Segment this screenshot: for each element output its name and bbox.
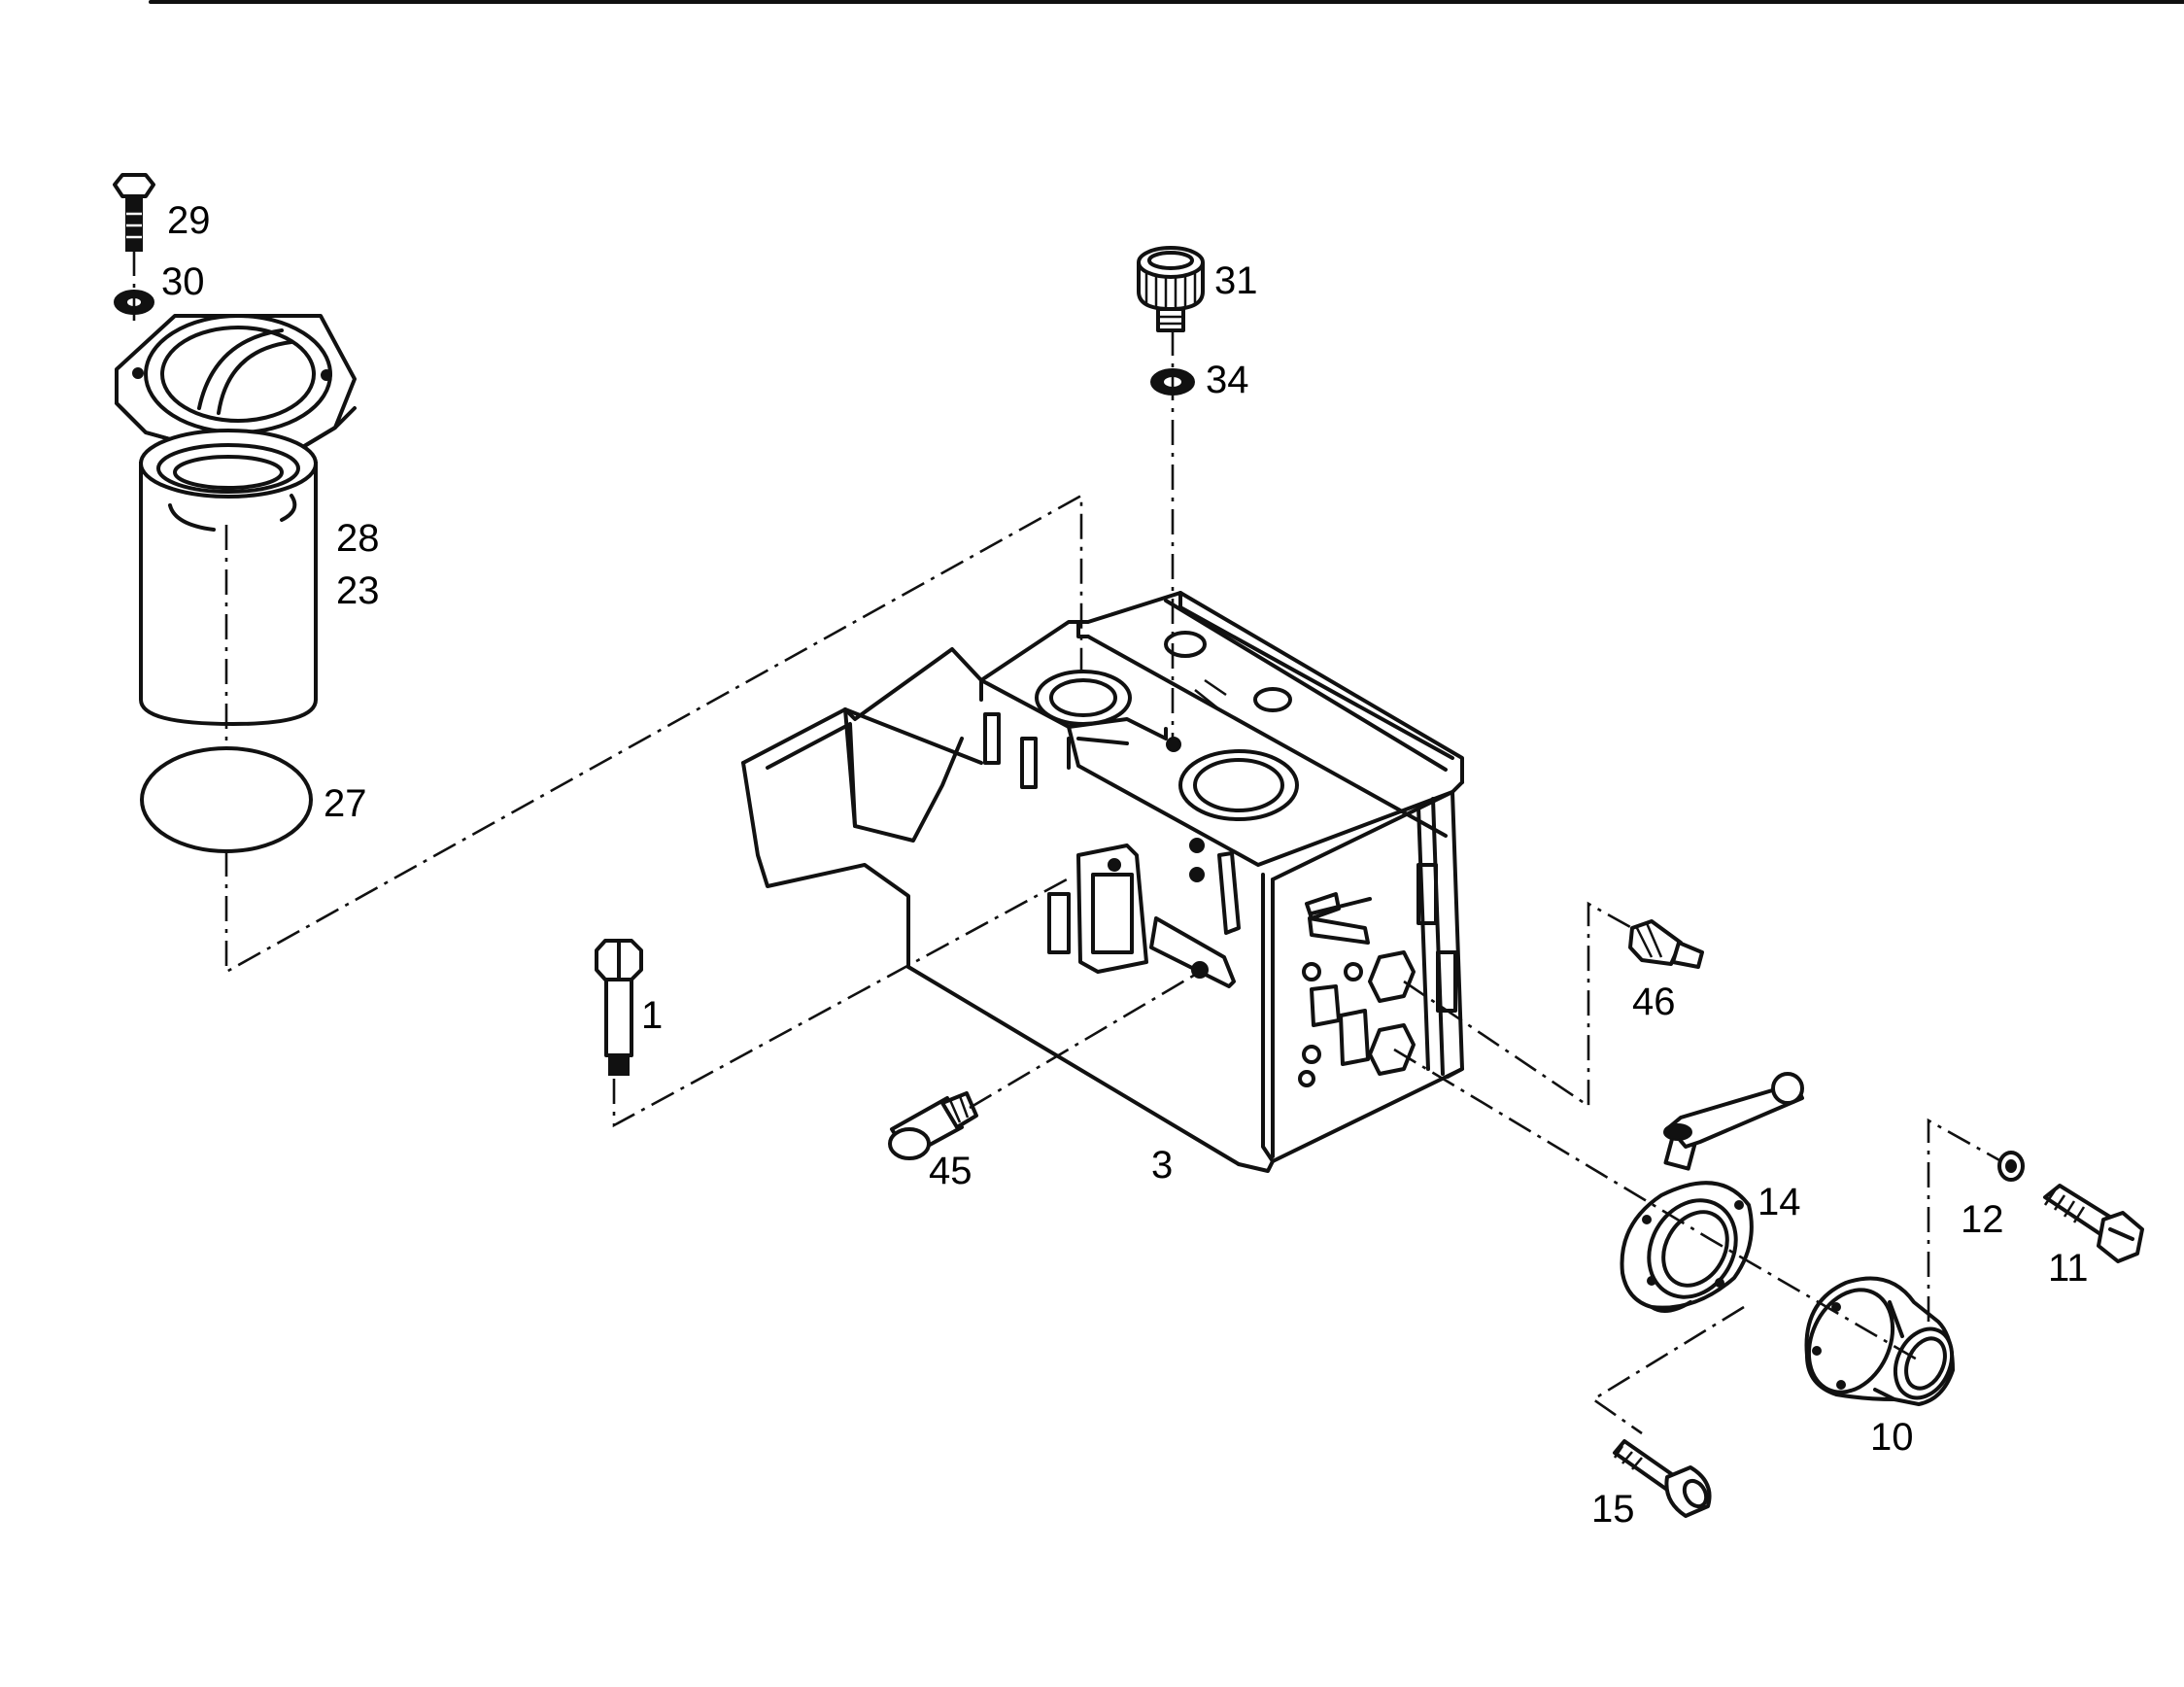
part-15-socket-bolt (1613, 1439, 1712, 1518)
part-27-o-ring (140, 746, 313, 853)
label-14: 14 (1757, 1181, 1801, 1223)
label-45: 45 (929, 1150, 973, 1192)
part-46-fitting (1628, 919, 1704, 969)
part-31-filler-cap (1137, 246, 1205, 332)
filter-cover-plate (115, 314, 357, 459)
part-1-bolt (595, 939, 643, 1076)
part-12-washer (1997, 1151, 2025, 1182)
label-15: 15 (1591, 1488, 1635, 1531)
label-29: 29 (167, 199, 211, 242)
label-30: 30 (161, 260, 205, 303)
label-27: 27 (324, 782, 367, 825)
part-11-bolt (2043, 1184, 2144, 1263)
label-12: 12 (1961, 1198, 2004, 1241)
label-3: 3 (1151, 1144, 1173, 1187)
label-34: 34 (1206, 359, 1249, 401)
part-29-bolt (113, 173, 155, 252)
label-31: 31 (1214, 259, 1258, 302)
label-46: 46 (1632, 981, 1676, 1023)
label-23: 23 (336, 569, 380, 612)
part-45-fitting (888, 1091, 978, 1160)
label-11: 11 (2048, 1247, 2089, 1290)
label-10: 10 (1870, 1416, 1914, 1459)
part-28-23-filter-element (139, 429, 318, 726)
part-14-flange-with-lever (1620, 1072, 1804, 1313)
leader-lines (132, 251, 2002, 1435)
label-28: 28 (336, 517, 380, 560)
label-1: 1 (641, 994, 663, 1037)
part-3-housing (741, 591, 1464, 1173)
callout-labels: 29 30 28 23 27 31 34 1 45 3 46 14 12 11 … (161, 199, 2089, 1531)
part-10-hub (1804, 1276, 1955, 1406)
